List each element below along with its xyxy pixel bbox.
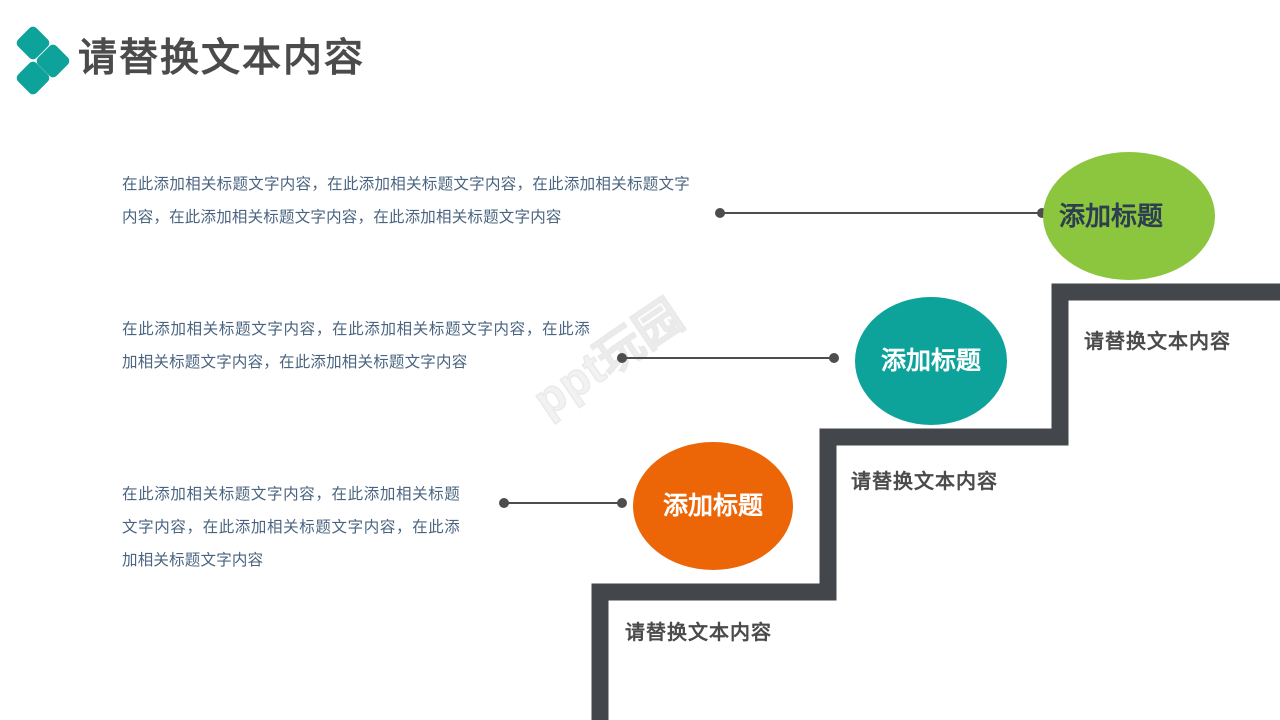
step-label-top: 请替换文本内容 (1084, 331, 1231, 353)
diamond-cluster-icon (14, 24, 80, 97)
connector-line-1 (715, 208, 1047, 218)
connector-dot-right-3 (617, 498, 627, 508)
description-paragraph-3: 在此添加相关标题文字内容，在此添加相关标题文字内容，在此添加相关标题文字内容，在… (122, 486, 460, 569)
connector-dot-right-2 (829, 353, 839, 363)
bubble-orange[interactable]: 添加标题 (633, 442, 793, 570)
connector-line-3 (499, 498, 627, 508)
description-paragraph-1: 在此添加相关标题文字内容，在此添加相关标题文字内容，在此添加相关标题文字内容，在… (122, 176, 690, 226)
connector-dot-left-1 (715, 208, 725, 218)
connector-dot-left-2 (617, 353, 627, 363)
connector-dot-left-3 (499, 498, 509, 508)
step-label-middle: 请替换文本内容 (851, 471, 998, 493)
connector-dot-right-1 (1037, 208, 1047, 218)
step-label-bottom: 请替换文本内容 (625, 622, 772, 644)
connector-line-2 (617, 353, 839, 363)
description-paragraph-2: 在此添加相关标题文字内容，在此添加相关标题文字内容，在此添加相关标题文字内容，在… (122, 321, 590, 371)
page-title: 请替换文本内容 (78, 37, 366, 80)
bubble-teal[interactable]: 添加标题 (855, 297, 1007, 425)
bubble-green[interactable]: 添加标题 (1043, 152, 1215, 280)
